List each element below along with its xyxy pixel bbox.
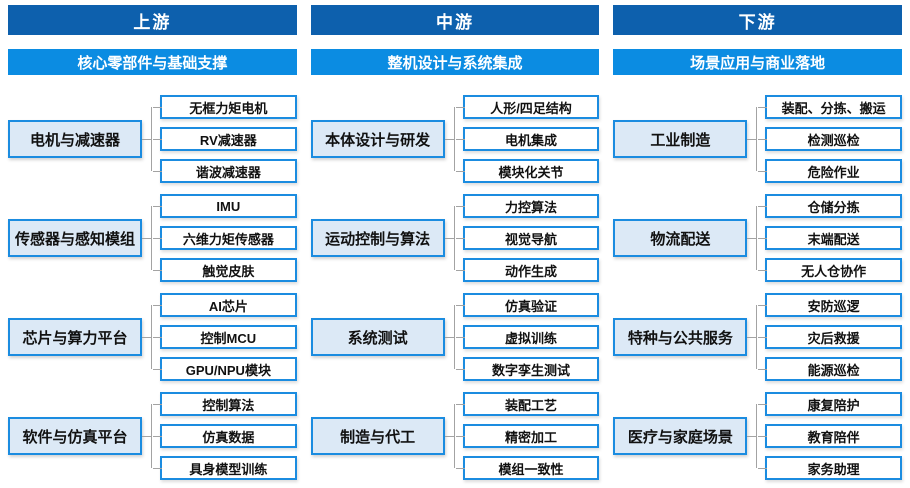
item-list: 装配、分拣、搬运 检测巡检 危险作业 bbox=[758, 95, 903, 183]
category-box: 传感器与感知模组 bbox=[8, 219, 142, 257]
item-box: 人形/四足结构 bbox=[455, 95, 600, 119]
group-chips-compute: 芯片与算力平台 AI芯片 控制MCU GPU/NPU模块 bbox=[8, 293, 297, 381]
category-box: 物流配送 bbox=[613, 219, 748, 257]
column-upstream: 上游 核心零部件与基础支撑 电机与减速器 无框力矩电机 RV减速器 谐波减速器 … bbox=[8, 5, 297, 480]
column-header-downstream: 下游 bbox=[613, 5, 903, 35]
item-list: 仿真验证 虚拟训练 数字孪生测试 bbox=[455, 293, 600, 381]
item-box: 六维力矩传感器 bbox=[153, 226, 297, 250]
group-industrial-manufacturing: 工业制造 装配、分拣、搬运 检测巡检 危险作业 bbox=[613, 95, 903, 183]
bracket-connector bbox=[142, 392, 160, 480]
item-box: 电机集成 bbox=[455, 127, 600, 151]
column-downstream: 下游 场景应用与商业落地 工业制造 装配、分拣、搬运 检测巡检 危险作业 物流配… bbox=[613, 5, 903, 480]
item-box: 家务助理 bbox=[758, 456, 903, 480]
bracket-connector bbox=[142, 293, 160, 381]
column-header-midstream: 中游 bbox=[310, 5, 600, 35]
item-box: 虚拟训练 bbox=[455, 325, 600, 349]
bracket-connector bbox=[747, 392, 765, 480]
bracket-connector bbox=[444, 95, 463, 183]
item-box: 具身模型训练 bbox=[153, 456, 297, 480]
item-box: 无框力矩电机 bbox=[153, 95, 297, 119]
column-subtitle-downstream: 场景应用与商业落地 bbox=[613, 49, 903, 75]
item-box: 模组一致性 bbox=[455, 456, 600, 480]
group-motion-control: 运动控制与算法 力控算法 视觉导航 动作生成 bbox=[310, 194, 600, 282]
item-list: AI芯片 控制MCU GPU/NPU模块 bbox=[153, 293, 297, 381]
bracket-connector bbox=[747, 194, 765, 282]
groups-upstream: 电机与减速器 无框力矩电机 RV减速器 谐波减速器 传感器与感知模组 IMU 六… bbox=[8, 95, 297, 480]
item-box: 安防巡逻 bbox=[758, 293, 903, 317]
groups-downstream: 工业制造 装配、分拣、搬运 检测巡检 危险作业 物流配送 仓储分拣 末端配送 无… bbox=[613, 95, 903, 480]
column-subtitle-midstream: 整机设计与系统集成 bbox=[310, 49, 600, 75]
item-box: 能源巡检 bbox=[758, 357, 903, 381]
bracket-connector bbox=[142, 95, 160, 183]
item-box: 危险作业 bbox=[758, 159, 903, 183]
category-box: 工业制造 bbox=[613, 120, 748, 158]
group-system-testing: 系统测试 仿真验证 虚拟训练 数字孪生测试 bbox=[310, 293, 600, 381]
item-box: 视觉导航 bbox=[455, 226, 600, 250]
item-list: 控制算法 仿真数据 具身模型训练 bbox=[153, 392, 297, 480]
category-box: 医疗与家庭场景 bbox=[613, 417, 748, 455]
column-header-upstream: 上游 bbox=[8, 5, 297, 35]
item-box: IMU bbox=[153, 194, 297, 218]
item-list: IMU 六维力矩传感器 触觉皮肤 bbox=[153, 194, 297, 282]
item-box: 末端配送 bbox=[758, 226, 903, 250]
bracket-connector bbox=[142, 194, 160, 282]
group-motors-reducers: 电机与减速器 无框力矩电机 RV减速器 谐波减速器 bbox=[8, 95, 297, 183]
item-box: 仿真验证 bbox=[455, 293, 600, 317]
item-box: 精密加工 bbox=[455, 424, 600, 448]
column-midstream: 中游 整机设计与系统集成 本体设计与研发 人形/四足结构 电机集成 模块化关节 … bbox=[310, 5, 600, 480]
group-software-simulation: 软件与仿真平台 控制算法 仿真数据 具身模型训练 bbox=[8, 392, 297, 480]
item-box: 力控算法 bbox=[455, 194, 600, 218]
category-box: 制造与代工 bbox=[310, 417, 445, 455]
item-list: 装配工艺 精密加工 模组一致性 bbox=[455, 392, 600, 480]
item-list: 仓储分拣 末端配送 无人仓协作 bbox=[758, 194, 903, 282]
item-list: 康复陪护 教育陪伴 家务助理 bbox=[758, 392, 903, 480]
item-box: 动作生成 bbox=[455, 258, 600, 282]
item-box: 触觉皮肤 bbox=[153, 258, 297, 282]
item-box: 谐波减速器 bbox=[153, 159, 297, 183]
category-box: 本体设计与研发 bbox=[310, 120, 445, 158]
bracket-connector bbox=[747, 293, 765, 381]
category-box: 芯片与算力平台 bbox=[8, 318, 142, 356]
group-body-design: 本体设计与研发 人形/四足结构 电机集成 模块化关节 bbox=[310, 95, 600, 183]
category-box: 系统测试 bbox=[310, 318, 445, 356]
item-box: GPU/NPU模块 bbox=[153, 357, 297, 381]
item-box: 控制算法 bbox=[153, 392, 297, 416]
bracket-connector bbox=[747, 95, 765, 183]
group-special-public-service: 特种与公共服务 安防巡逻 灾后救援 能源巡检 bbox=[613, 293, 903, 381]
item-box: RV减速器 bbox=[153, 127, 297, 151]
bracket-connector bbox=[444, 194, 463, 282]
group-medical-home: 医疗与家庭场景 康复陪护 教育陪伴 家务助理 bbox=[613, 392, 903, 480]
item-box: 检测巡检 bbox=[758, 127, 903, 151]
item-box: 仓储分拣 bbox=[758, 194, 903, 218]
item-box: 控制MCU bbox=[153, 325, 297, 349]
item-list: 无框力矩电机 RV减速器 谐波减速器 bbox=[153, 95, 297, 183]
item-box: 装配工艺 bbox=[455, 392, 600, 416]
item-box: AI芯片 bbox=[153, 293, 297, 317]
item-box: 无人仓协作 bbox=[758, 258, 903, 282]
item-box: 模块化关节 bbox=[455, 159, 600, 183]
item-list: 安防巡逻 灾后救援 能源巡检 bbox=[758, 293, 903, 381]
group-manufacturing-oem: 制造与代工 装配工艺 精密加工 模组一致性 bbox=[310, 392, 600, 480]
item-list: 力控算法 视觉导航 动作生成 bbox=[455, 194, 600, 282]
bracket-connector bbox=[444, 392, 463, 480]
item-box: 康复陪护 bbox=[758, 392, 903, 416]
group-logistics: 物流配送 仓储分拣 末端配送 无人仓协作 bbox=[613, 194, 903, 282]
groups-midstream: 本体设计与研发 人形/四足结构 电机集成 模块化关节 运动控制与算法 力控算法 … bbox=[310, 95, 600, 480]
item-box: 装配、分拣、搬运 bbox=[758, 95, 903, 119]
category-box: 电机与减速器 bbox=[8, 120, 142, 158]
item-box: 教育陪伴 bbox=[758, 424, 903, 448]
category-box: 运动控制与算法 bbox=[310, 219, 445, 257]
bracket-connector bbox=[444, 293, 463, 381]
item-box: 数字孪生测试 bbox=[455, 357, 600, 381]
category-box: 特种与公共服务 bbox=[613, 318, 748, 356]
category-box: 软件与仿真平台 bbox=[8, 417, 142, 455]
group-sensors: 传感器与感知模组 IMU 六维力矩传感器 触觉皮肤 bbox=[8, 194, 297, 282]
item-list: 人形/四足结构 电机集成 模块化关节 bbox=[455, 95, 600, 183]
column-subtitle-upstream: 核心零部件与基础支撑 bbox=[8, 49, 297, 75]
item-box: 仿真数据 bbox=[153, 424, 297, 448]
item-box: 灾后救援 bbox=[758, 325, 903, 349]
